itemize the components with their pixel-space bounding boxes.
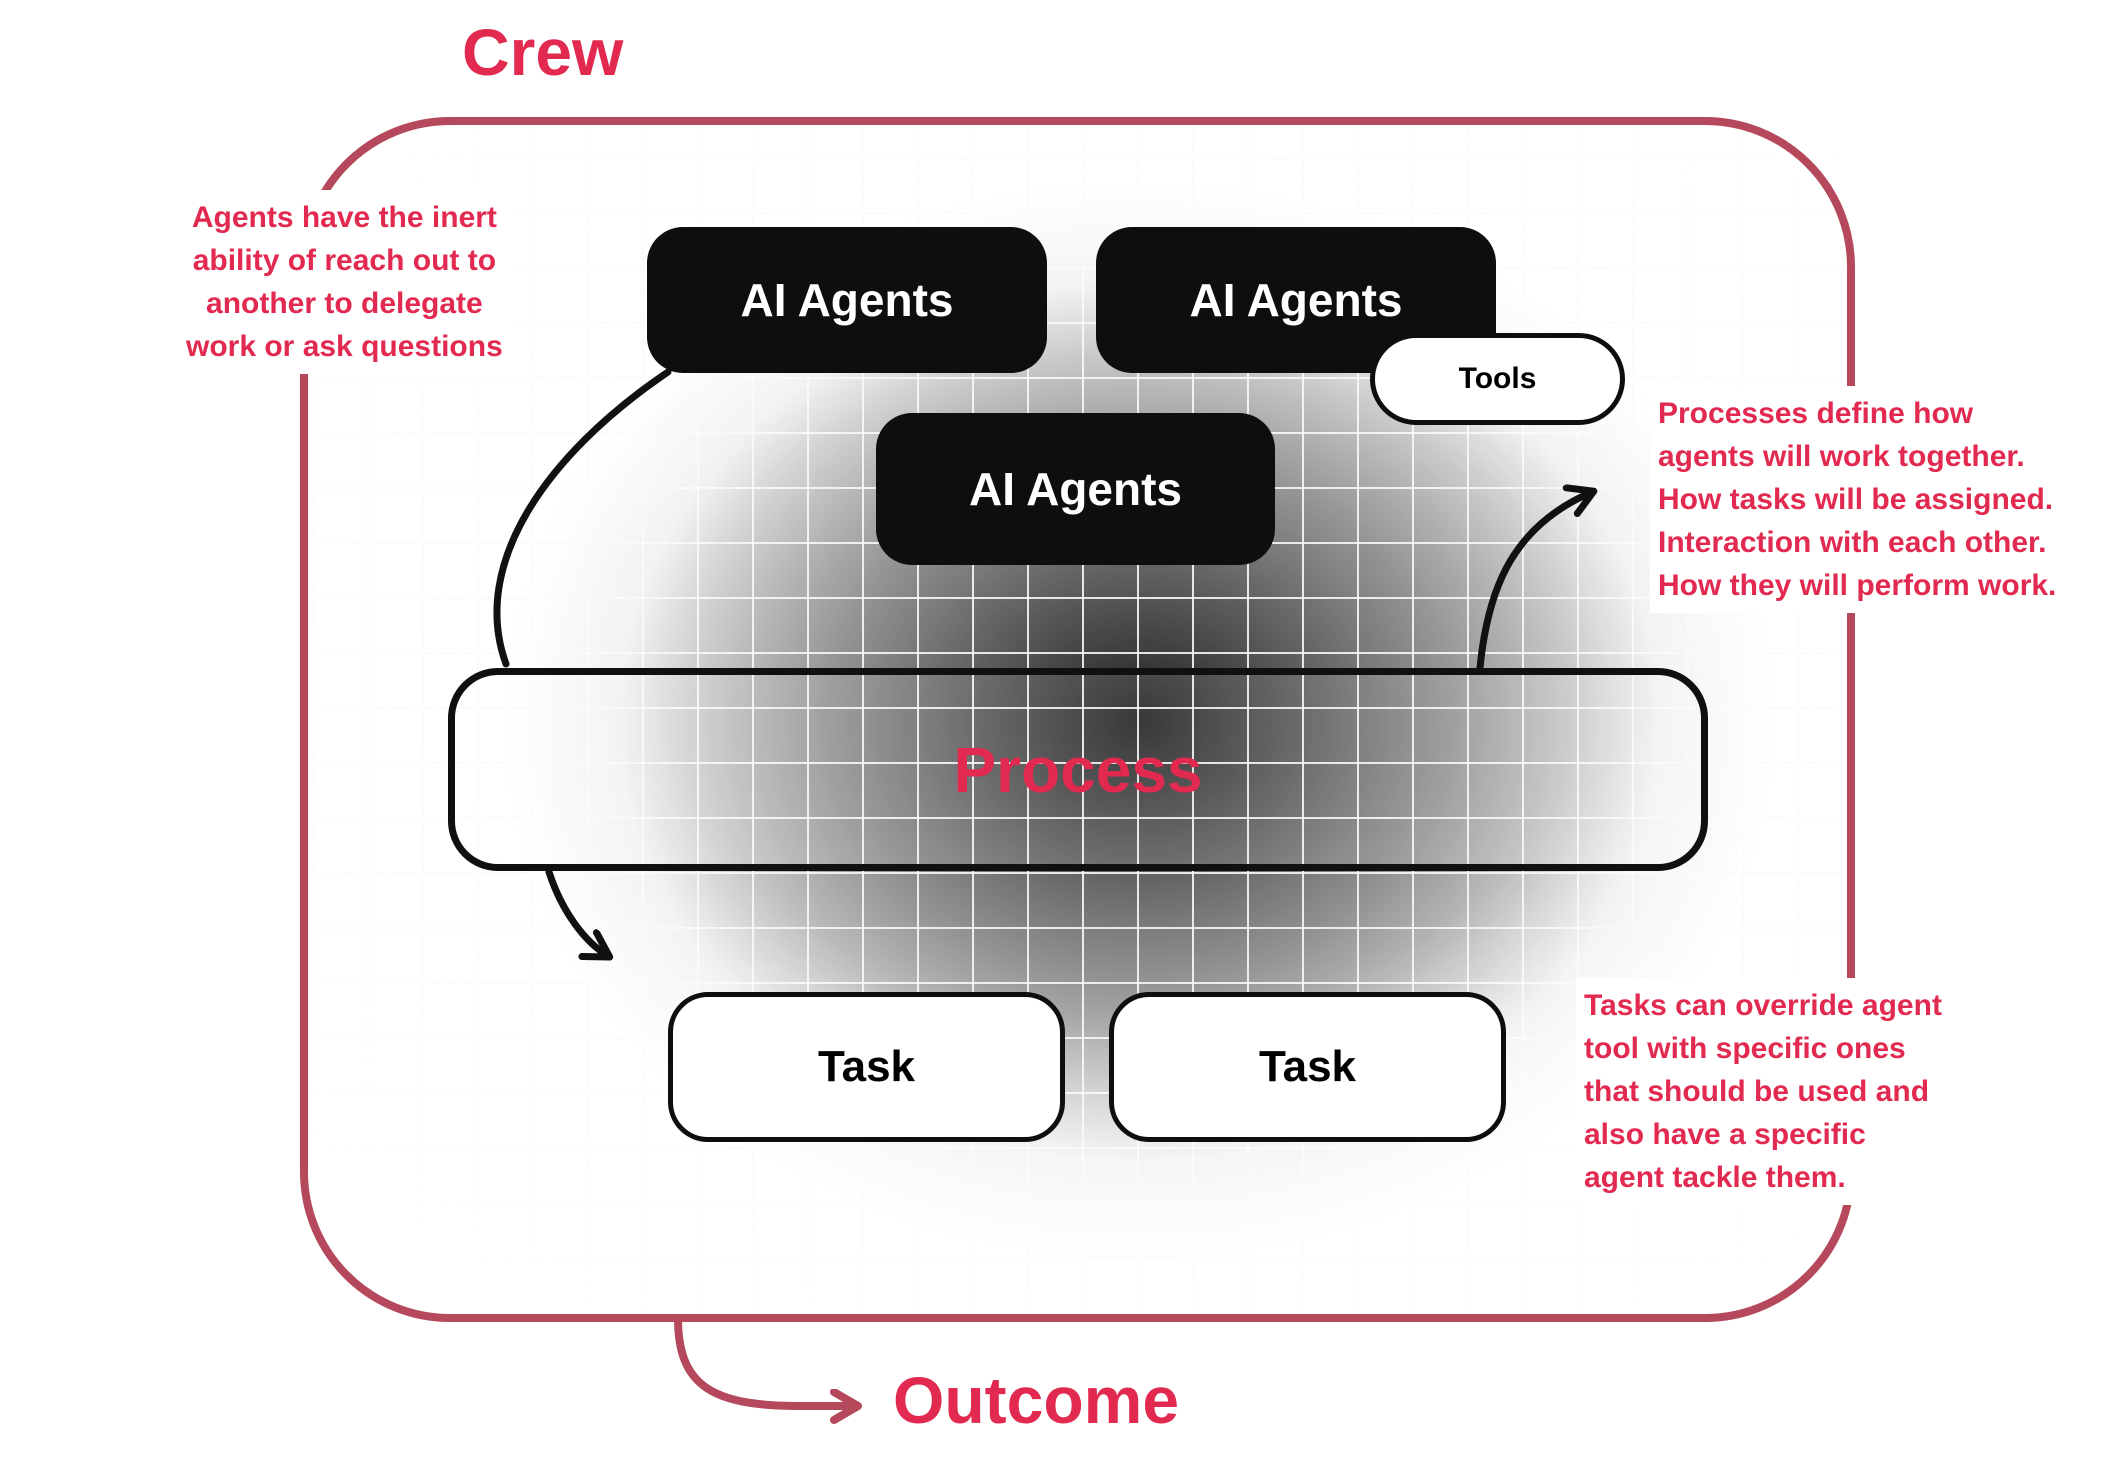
annotation-delegation: Agents have the inert ability of reach o…	[178, 190, 511, 374]
node-ai-agents-3: AI Agents	[876, 413, 1275, 565]
crew-title: Crew	[462, 15, 624, 89]
crew-boundary	[300, 117, 1855, 1322]
outcome-arrow	[674, 1314, 856, 1406]
task-2-label: Task	[1258, 1042, 1357, 1091]
node-ai-agents-1: AI Agents	[647, 227, 1047, 373]
process-label: Process	[953, 733, 1203, 806]
tools-label: Tools	[1458, 362, 1537, 395]
node-task-1: Task	[668, 992, 1065, 1142]
ai-agents-3-label: AI Agents	[969, 463, 1182, 515]
ai-agents-2-label: AI Agents	[1189, 274, 1403, 326]
node-task-2: Task	[1109, 992, 1506, 1142]
node-process: Process	[448, 668, 1708, 871]
outcome-label: Outcome	[893, 1363, 1180, 1437]
ai-agents-1-label: AI Agents	[740, 274, 954, 326]
task-1-label: Task	[817, 1042, 916, 1091]
annotation-tasks: Tasks can override agent tool with speci…	[1576, 978, 1950, 1205]
node-tools: Tools	[1370, 333, 1625, 425]
annotation-process: Processes define how agents will work to…	[1650, 386, 2065, 613]
